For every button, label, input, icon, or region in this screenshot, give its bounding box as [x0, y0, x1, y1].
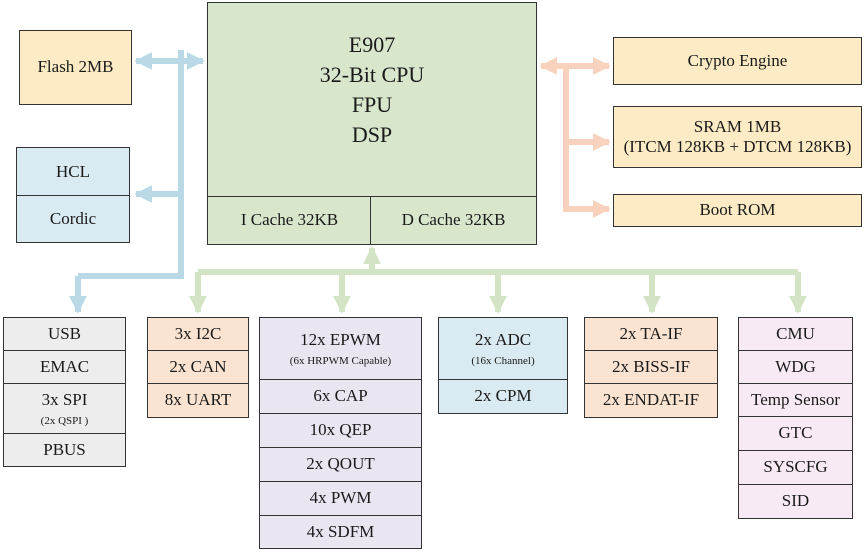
- cpm-box: 2x CPM: [438, 379, 568, 414]
- ta-if-label: 2x TA-IF: [619, 323, 683, 343]
- sram-detail: (ITCM 128KB + DTCM 128KB): [623, 137, 852, 156]
- sid-box: SID: [738, 484, 853, 519]
- cordic-label: Cordic: [49, 208, 97, 228]
- sdfm-box: 4x SDFM: [259, 515, 422, 549]
- pwm-label: 4x PWM: [309, 488, 372, 508]
- endat-if-box: 2x ENDAT-IF: [584, 383, 718, 418]
- cmu-box: CMU: [738, 317, 853, 351]
- usb-label: USB: [47, 323, 82, 343]
- epwm-note: (6x HRPWM Capable): [289, 354, 392, 367]
- temp-sensor-box: Temp Sensor: [738, 383, 853, 417]
- i2c-box: 3x I2C: [147, 317, 249, 351]
- crypto-label: Crypto Engine: [687, 50, 788, 70]
- spi-note: (2x QSPI ): [40, 414, 89, 427]
- adc-box: 2x ADC (16x Channel): [438, 317, 568, 380]
- sid-label: SID: [781, 491, 810, 511]
- pbus-label: PBUS: [43, 439, 86, 459]
- uart-label: 8x UART: [164, 390, 232, 410]
- pbus-box: PBUS: [3, 433, 126, 467]
- flash-box: Flash 2MB: [19, 30, 132, 105]
- cap-label: 6x CAP: [313, 386, 368, 406]
- pwm-box: 4x PWM: [259, 481, 422, 516]
- icache-box: I Cache 32KB: [207, 196, 372, 245]
- qout-label: 2x QOUT: [306, 454, 375, 474]
- cpm-label: 2x CPM: [474, 386, 532, 406]
- epwm-label: 12x EPWM: [300, 330, 381, 350]
- gtc-box: GTC: [738, 416, 853, 451]
- adc-label: 2x ADC: [474, 330, 532, 350]
- cpu-core-name: E907: [348, 32, 396, 57]
- can-box: 2x CAN: [147, 350, 249, 384]
- endat-if-label: 2x ENDAT-IF: [602, 390, 700, 410]
- wdg-label: WDG: [775, 356, 816, 376]
- i2c-label: 3x I2C: [174, 323, 222, 343]
- cpu-arch: 32-Bit CPU: [319, 62, 425, 87]
- qep-label: 10x QEP: [309, 420, 372, 440]
- syscfg-label: SYSCFG: [763, 457, 828, 477]
- usb-box: USB: [3, 317, 126, 351]
- epwm-box: 12x EPWM (6x HRPWM Capable): [259, 317, 422, 380]
- emac-box: EMAC: [3, 350, 126, 384]
- uart-box: 8x UART: [147, 383, 249, 418]
- qout-box: 2x QOUT: [259, 447, 422, 482]
- biss-if-box: 2x BISS-IF: [584, 350, 718, 384]
- emac-label: EMAC: [39, 356, 90, 376]
- bootrom-box: Boot ROM: [613, 194, 862, 227]
- gtc-label: GTC: [778, 423, 813, 443]
- qep-box: 10x QEP: [259, 413, 422, 448]
- temp-sensor-label: Temp Sensor: [751, 389, 840, 409]
- spi-box: 3x SPI (2x QSPI ): [3, 383, 126, 434]
- spi-label: 3x SPI: [41, 390, 88, 410]
- cpu-title: E907 32-Bit CPU FPU DSP: [207, 30, 537, 150]
- can-label: 2x CAN: [169, 356, 227, 376]
- adc-note: (16x Channel): [471, 354, 535, 367]
- flash-label: Flash 2MB: [37, 57, 114, 77]
- cap-box: 6x CAP: [259, 379, 422, 414]
- dcache-label: D Cache 32KB: [401, 210, 506, 230]
- biss-if-label: 2x BISS-IF: [612, 356, 690, 376]
- cpu-dsp: DSP: [351, 122, 393, 147]
- cpu-fpu: FPU: [351, 92, 393, 117]
- sram-label: SRAM 1MB: [693, 116, 782, 136]
- syscfg-box: SYSCFG: [738, 450, 853, 485]
- hcl-box: HCL: [16, 147, 130, 197]
- sram-box: SRAM 1MB (ITCM 128KB + DTCM 128KB): [613, 106, 862, 168]
- crypto-box: Crypto Engine: [613, 37, 862, 85]
- cmu-label: CMU: [776, 323, 815, 343]
- wdg-box: WDG: [738, 350, 853, 384]
- hcl-label: HCL: [56, 161, 90, 181]
- icache-label: I Cache 32KB: [240, 210, 339, 230]
- sdfm-label: 4x SDFM: [306, 521, 375, 541]
- bootrom-label: Boot ROM: [699, 200, 776, 220]
- ta-if-box: 2x TA-IF: [584, 317, 718, 351]
- dcache-box: D Cache 32KB: [370, 196, 537, 245]
- cordic-box: Cordic: [16, 195, 130, 243]
